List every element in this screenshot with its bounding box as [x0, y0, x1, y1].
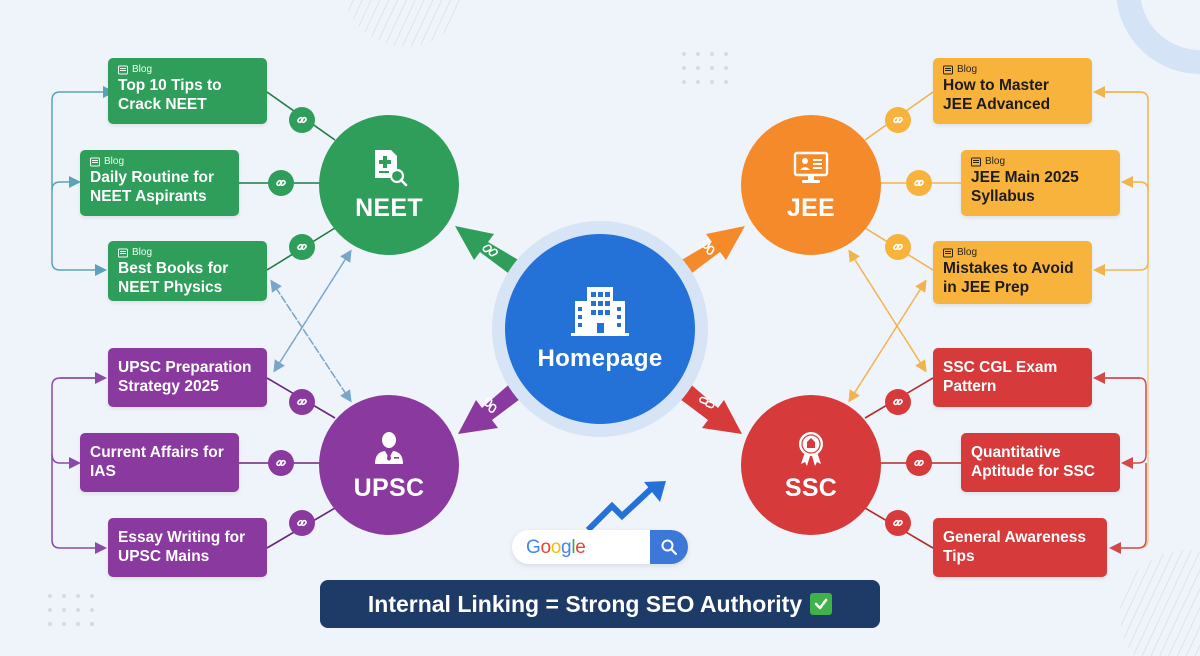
newspaper-icon [943, 65, 953, 75]
hub-jee[interactable]: JEE [741, 115, 881, 255]
building-icon [571, 287, 629, 336]
link-icon [268, 170, 294, 196]
blog-tag: Blog [943, 247, 1082, 259]
hub-label: Homepage [537, 345, 663, 372]
striped-decoration [344, 0, 466, 47]
card-title: Mistakes to Avoid in JEE Prep [943, 260, 1074, 296]
check-mark-icon [810, 593, 833, 615]
link-icon [482, 239, 715, 413]
blog-tag: Blog [118, 64, 257, 76]
hub-ssc[interactable]: SSC [741, 395, 881, 535]
blog-card-ssc-1[interactable]: SSC CGL Exam Pattern [933, 348, 1092, 407]
banner-text: Internal Linking = Strong SEO Authority [367, 590, 803, 617]
blog-card-ssc-2[interactable]: Quantitative Aptitude for SSC [961, 433, 1120, 492]
emblem-badge-icon [799, 431, 823, 466]
hub-label: UPSC [353, 473, 425, 502]
blog-card-neet-2[interactable]: Blog Daily Routine for NEET Aspirants [80, 150, 239, 216]
blog-card-upsc-2[interactable]: Current Affairs for IAS [80, 433, 239, 492]
blog-card-upsc-3[interactable]: Essay Writing for UPSC Mains [108, 518, 267, 577]
officer-person-icon [375, 431, 403, 464]
hub-label: NEET [355, 193, 423, 222]
newspaper-icon [971, 157, 981, 167]
card-title: JEE Main 2025 Syllabus [971, 169, 1079, 205]
search-icon [661, 539, 678, 556]
hub-upsc[interactable]: UPSC [319, 395, 459, 535]
seo-banner: Internal Linking = Strong SEO Authority [320, 580, 880, 628]
search-button[interactable] [650, 530, 688, 564]
hub-neet[interactable]: NEET [319, 115, 459, 255]
link-icon [289, 234, 315, 260]
hub-label: JEE [786, 193, 836, 222]
card-title: How to Master JEE Advanced [943, 77, 1051, 113]
link-icon [906, 450, 932, 476]
newspaper-icon [90, 157, 100, 167]
newspaper-icon [118, 65, 128, 75]
card-title: Essay Writing for UPSC Mains [118, 529, 246, 565]
blog-card-neet-1[interactable]: Blog Top 10 Tips to Crack NEET [108, 58, 267, 124]
card-title: General Awareness Tips [943, 529, 1087, 565]
link-icon [906, 170, 932, 196]
blog-tag: Blog [971, 156, 1110, 168]
blog-card-jee-1[interactable]: Blog How to Master JEE Advanced [933, 58, 1092, 124]
hub-homepage[interactable]: Homepage [505, 234, 695, 424]
card-title: Daily Routine for NEET Aspirants [90, 169, 215, 205]
link-icon [268, 450, 294, 476]
link-icon [885, 234, 911, 260]
google-search-bar[interactable]: Google [512, 530, 688, 564]
link-icon [289, 107, 315, 133]
blog-card-neet-3[interactable]: Blog Best Books for NEET Physics [108, 241, 267, 301]
blog-card-jee-2[interactable]: Blog JEE Main 2025 Syllabus [961, 150, 1120, 216]
blog-card-upsc-1[interactable]: UPSC Preparation Strategy 2025 [108, 348, 267, 407]
ring-decoration [1116, 0, 1200, 74]
dot-grid-decoration [48, 52, 728, 626]
link-icon [885, 510, 911, 536]
card-title: Quantitative Aptitude for SSC [971, 444, 1095, 480]
blog-tag: Blog [943, 64, 1082, 76]
blog-tag: Blog [118, 247, 257, 259]
blog-tag: Blog [90, 156, 229, 168]
google-logo: Google [526, 537, 586, 558]
monitor-profile-icon [793, 151, 829, 183]
link-icon [289, 510, 315, 536]
card-title: Best Books for NEET Physics [118, 260, 229, 296]
card-title: Top 10 Tips to Crack NEET [118, 77, 222, 113]
link-icon [289, 389, 315, 415]
striped-decoration [1120, 550, 1200, 656]
hub-label: SSC [784, 473, 838, 502]
medical-document-search-icon [375, 149, 408, 186]
newspaper-icon [943, 248, 953, 258]
blog-card-ssc-3[interactable]: General Awareness Tips [933, 518, 1107, 577]
card-title: Current Affairs for IAS [90, 444, 224, 480]
card-title: SSC CGL Exam Pattern [943, 359, 1058, 395]
newspaper-icon [118, 248, 128, 258]
link-icon [885, 389, 911, 415]
growth-arrow-icon [585, 481, 666, 533]
link-icon [885, 107, 911, 133]
card-title: UPSC Preparation Strategy 2025 [118, 359, 252, 395]
blog-card-jee-3[interactable]: Blog Mistakes to Avoid in JEE Prep [933, 241, 1092, 304]
